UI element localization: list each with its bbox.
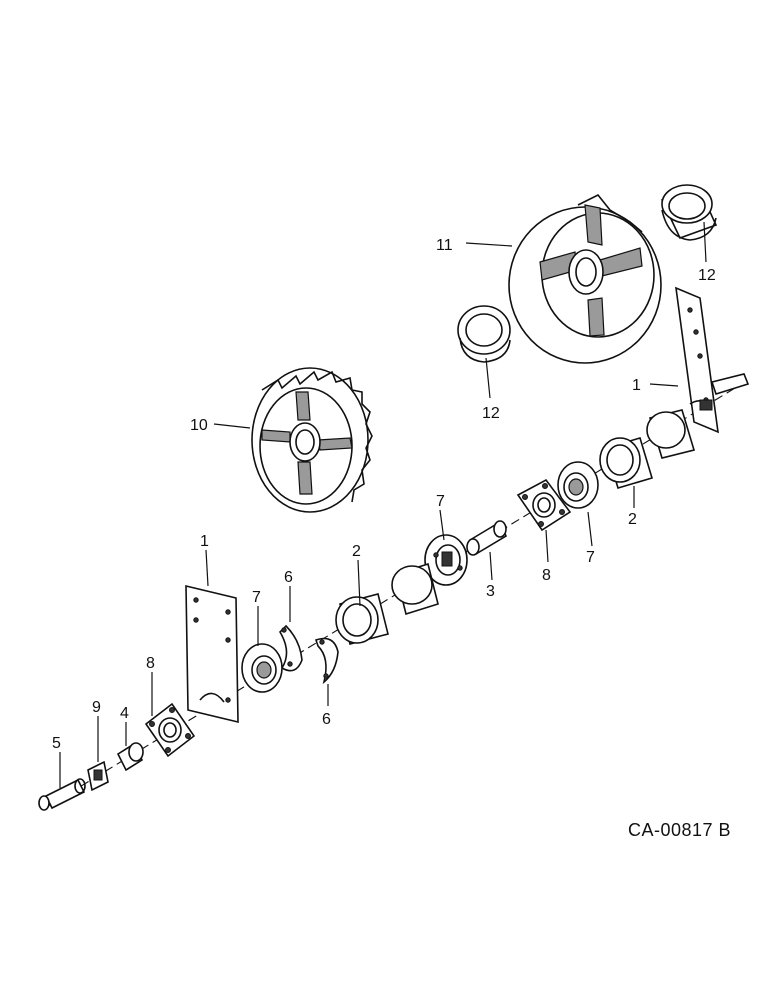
part-12-bushing-lower <box>457 305 511 363</box>
part-7-disk-right <box>557 461 599 509</box>
callout-6-upper: 6 <box>284 569 293 586</box>
part-10-sprocket-wheel <box>251 367 373 513</box>
callout-1-right: 1 <box>632 377 641 394</box>
part-6-collar-upper <box>278 624 303 672</box>
part-5-stub-shaft <box>38 778 86 811</box>
part-2-sleeve-middle <box>335 562 439 645</box>
part-8-flange-left <box>144 702 196 758</box>
part-11-drum-wheel <box>508 193 662 364</box>
part-1-plate-right <box>675 286 750 434</box>
callout-9: 9 <box>92 699 101 716</box>
callout-6-lower: 6 <box>322 711 331 728</box>
callout-7-middle: 7 <box>436 493 445 510</box>
callout-10: 10 <box>190 417 208 434</box>
callout-12-lower: 12 <box>482 405 500 422</box>
callout-2-right: 2 <box>628 511 637 528</box>
callout-2-middle: 2 <box>352 543 361 560</box>
callout-5: 5 <box>52 735 61 752</box>
callout-labels: 11 12 12 1 10 2 7 8 3 7 2 6 6 7 1 8 4 9 … <box>52 237 731 840</box>
part-4-bushing <box>116 742 144 772</box>
callout-8-left: 8 <box>146 655 155 672</box>
callout-8-right: 8 <box>542 567 551 584</box>
callout-11: 11 <box>436 237 453 254</box>
part-3-tube <box>466 520 508 556</box>
callout-7-left: 7 <box>252 589 261 606</box>
part-9-square-washer <box>87 760 109 792</box>
part-1-plate-left <box>185 584 239 724</box>
callout-7-right: 7 <box>586 549 595 566</box>
part-8-flange-right <box>516 478 572 532</box>
callout-3: 3 <box>486 583 495 600</box>
drawing-code: CA-00817 B <box>628 820 731 840</box>
callout-1-left: 1 <box>200 533 209 550</box>
part-2-sleeve-right <box>599 409 696 489</box>
callout-4: 4 <box>120 705 129 722</box>
part-12-bushing-upper <box>660 184 718 241</box>
callout-12-upper: 12 <box>698 267 716 284</box>
part-7-disk-middle <box>424 534 468 586</box>
part-6-collar-lower <box>314 637 339 685</box>
leader-lines <box>59 221 707 788</box>
part-7-disk-left <box>241 643 283 693</box>
